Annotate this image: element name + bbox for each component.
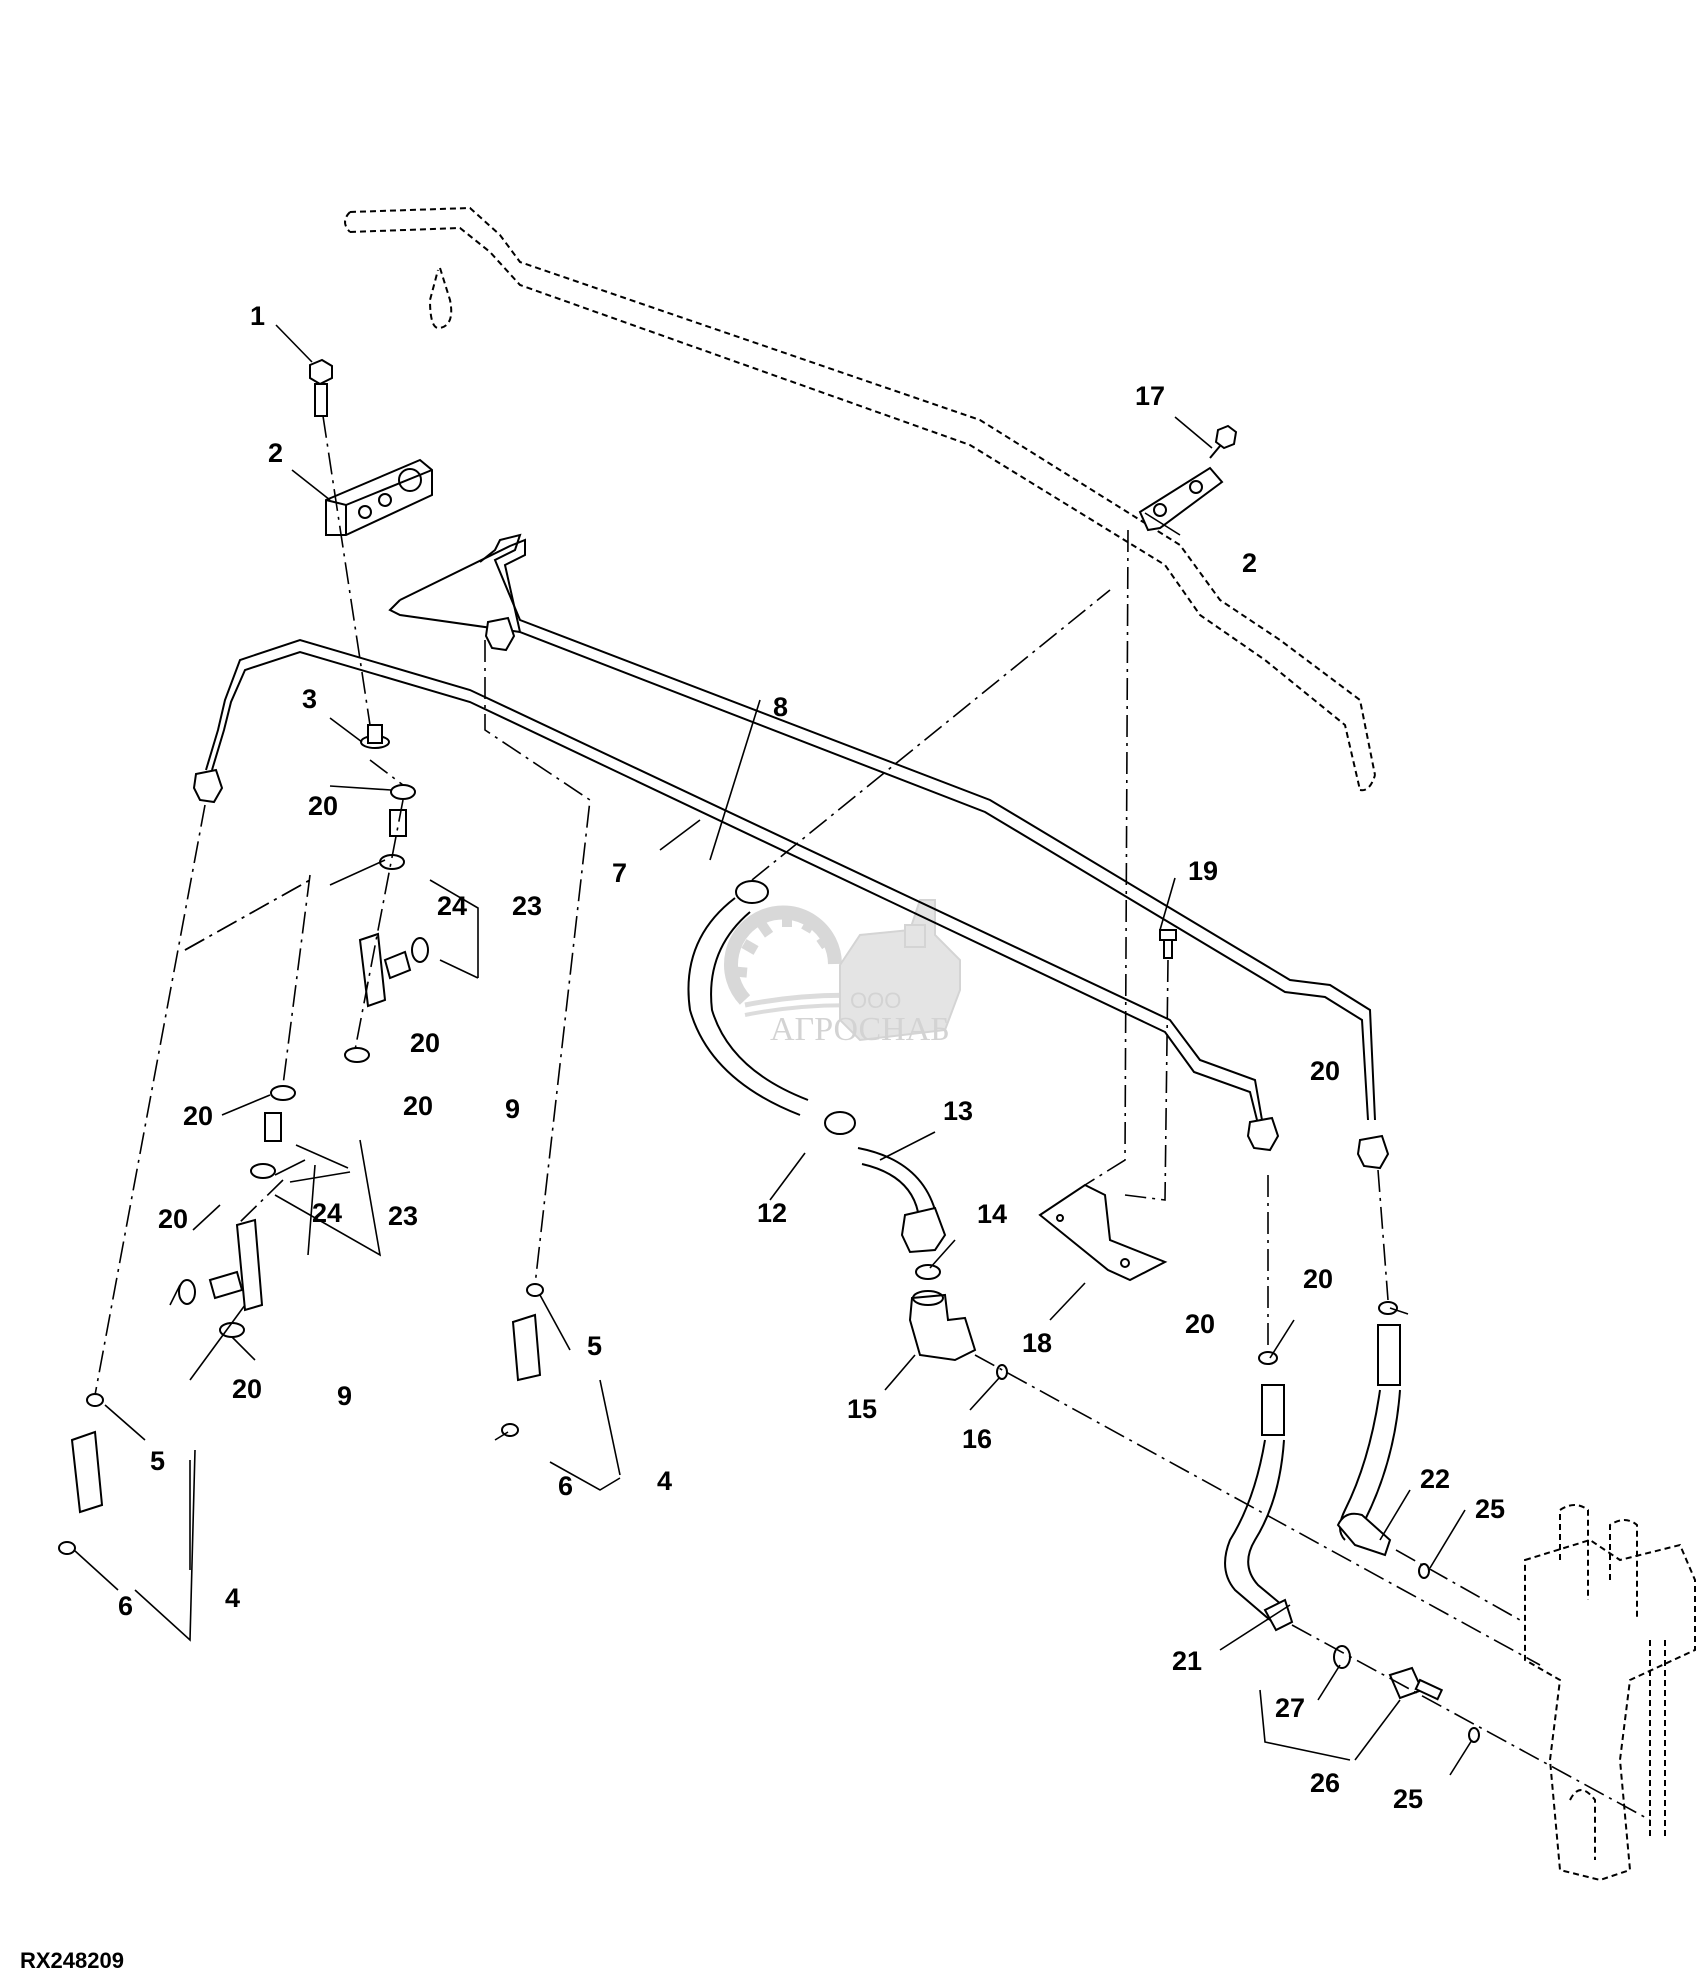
control-valve-phantom bbox=[1524, 1504, 1696, 1882]
filter-4-left bbox=[58, 1393, 104, 1555]
tee-fitting-9-lower bbox=[178, 1085, 296, 1338]
o-ring-25-upper bbox=[1418, 1563, 1430, 1579]
callout-18: 18 bbox=[1022, 1328, 1052, 1358]
leader-lines bbox=[73, 324, 1473, 1776]
o-ring-16 bbox=[996, 1364, 1008, 1380]
frame-rail-phantom bbox=[344, 206, 1376, 792]
centerlines bbox=[94, 415, 1651, 1821]
tee-fitting-9-upper bbox=[344, 784, 429, 1063]
callout-5: 5 bbox=[150, 1446, 165, 1476]
callout-7: 7 bbox=[612, 858, 627, 888]
combine-harvester-icon bbox=[839, 899, 961, 1042]
callout-20: 20 bbox=[158, 1204, 188, 1234]
fitting-26 bbox=[1388, 1666, 1444, 1701]
callout-13: 13 bbox=[943, 1096, 973, 1126]
callout-12: 12 bbox=[757, 1198, 787, 1228]
clamp-block-2-left bbox=[325, 458, 433, 536]
hose-assembly bbox=[687, 880, 1008, 1380]
filter-4-right bbox=[501, 1283, 544, 1437]
callout-9: 9 bbox=[337, 1381, 352, 1411]
callout-1: 1 bbox=[250, 301, 265, 331]
callout-26: 26 bbox=[1310, 1768, 1340, 1798]
callout-25: 25 bbox=[1475, 1494, 1505, 1524]
hose-21 bbox=[1224, 1351, 1294, 1632]
callout-21: 21 bbox=[1172, 1646, 1202, 1676]
callout-8: 8 bbox=[773, 692, 788, 722]
callout-20: 20 bbox=[183, 1101, 213, 1131]
hydraulic-line-8 bbox=[388, 533, 1390, 1170]
callout-20: 20 bbox=[1185, 1309, 1215, 1339]
watermark-small-text: ООО bbox=[850, 988, 901, 1013]
elbow-fitting-15 bbox=[908, 1290, 977, 1362]
bolt-1 bbox=[309, 358, 333, 417]
callout-3: 3 bbox=[302, 684, 317, 714]
callout-23: 23 bbox=[388, 1201, 418, 1231]
callout-15: 15 bbox=[847, 1394, 877, 1424]
callout-4: 4 bbox=[657, 1466, 672, 1496]
gear-icon bbox=[724, 905, 842, 1005]
sleeve-3 bbox=[360, 724, 390, 749]
callout-24: 24 bbox=[437, 891, 467, 921]
callout-4: 4 bbox=[225, 1583, 240, 1613]
callout-19: 19 bbox=[1188, 856, 1218, 886]
hydraulic-line-7 bbox=[192, 638, 1263, 1121]
callout-14: 14 bbox=[977, 1199, 1007, 1229]
callout-2: 2 bbox=[268, 438, 283, 468]
hose-22 bbox=[1336, 1301, 1401, 1557]
watermark-logo: ООО АГРОСНАБ bbox=[724, 899, 961, 1048]
callout-2: 2 bbox=[1242, 548, 1257, 578]
bolt-17 bbox=[1209, 424, 1238, 459]
callout-20: 20 bbox=[403, 1091, 433, 1121]
callout-6: 6 bbox=[558, 1471, 573, 1501]
hose-clamp-12 bbox=[735, 880, 856, 1135]
clamp-block-2-right bbox=[1138, 466, 1224, 532]
callout-16: 16 bbox=[962, 1424, 992, 1454]
callout-20: 20 bbox=[1303, 1264, 1333, 1294]
callout-17: 17 bbox=[1135, 381, 1165, 411]
callout-23: 23 bbox=[512, 891, 542, 921]
callout-20: 20 bbox=[308, 791, 338, 821]
o-ring-25-lower bbox=[1468, 1727, 1480, 1743]
callout-20: 20 bbox=[410, 1028, 440, 1058]
callout-27: 27 bbox=[1275, 1693, 1305, 1723]
callout-20: 20 bbox=[232, 1374, 262, 1404]
callout-6: 6 bbox=[118, 1591, 133, 1621]
watermark-large-text: АГРОСНАБ bbox=[770, 1011, 950, 1048]
callout-labels: 1 2 2 3 4 4 5 5 6 6 7 8 9 9 12 13 14 15 … bbox=[118, 301, 1505, 1814]
callout-22: 22 bbox=[1420, 1464, 1450, 1494]
callout-5: 5 bbox=[587, 1331, 602, 1361]
callout-20: 20 bbox=[1310, 1056, 1340, 1086]
bolt-19 bbox=[1159, 929, 1177, 959]
o-ring-14 bbox=[915, 1264, 941, 1280]
hose-13 bbox=[857, 1147, 947, 1254]
callout-9: 9 bbox=[505, 1094, 520, 1124]
callout-25: 25 bbox=[1393, 1784, 1423, 1814]
bracket-18 bbox=[1038, 1183, 1168, 1282]
callout-24: 24 bbox=[312, 1198, 342, 1228]
figure-id: RX248209 bbox=[20, 1948, 124, 1973]
